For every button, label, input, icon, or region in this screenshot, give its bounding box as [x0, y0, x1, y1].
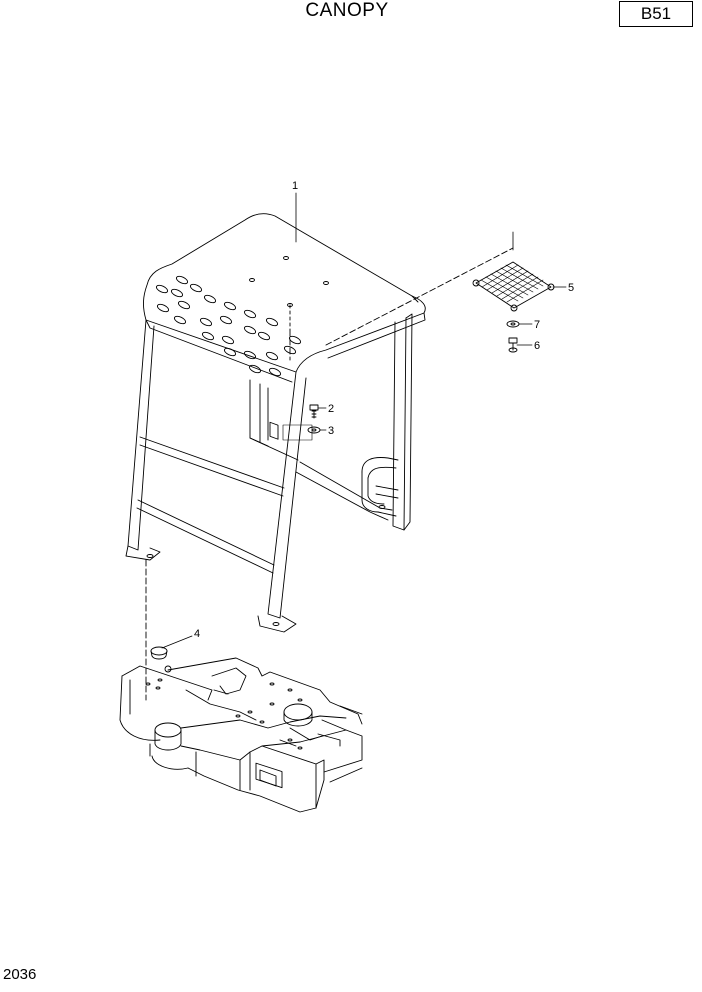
- canopy-frame: [125, 213, 426, 633]
- callout-number-7: 7: [534, 319, 540, 331]
- page-title: CANOPY: [305, 0, 389, 21]
- callouts: [161, 192, 567, 649]
- roof-vent-slots: [155, 275, 302, 377]
- callout-number-3: 3: [328, 425, 334, 437]
- assembly-lines: [145, 247, 514, 701]
- callout-number-4: 4: [194, 628, 200, 640]
- net: [472, 261, 555, 312]
- page-number: 2036: [3, 966, 37, 983]
- callout-number-5: 5: [568, 282, 574, 294]
- washer-bolt-right: [506, 320, 520, 353]
- section-code-badge: B51: [619, 1, 693, 27]
- callout-number-1: 1: [292, 180, 298, 192]
- callout-numbers: 1 2 3 4 5 6 7: [194, 180, 574, 640]
- upper-frame-base: [119, 646, 363, 813]
- callout-number-2: 2: [328, 403, 334, 415]
- callout-number-6: 6: [534, 340, 540, 352]
